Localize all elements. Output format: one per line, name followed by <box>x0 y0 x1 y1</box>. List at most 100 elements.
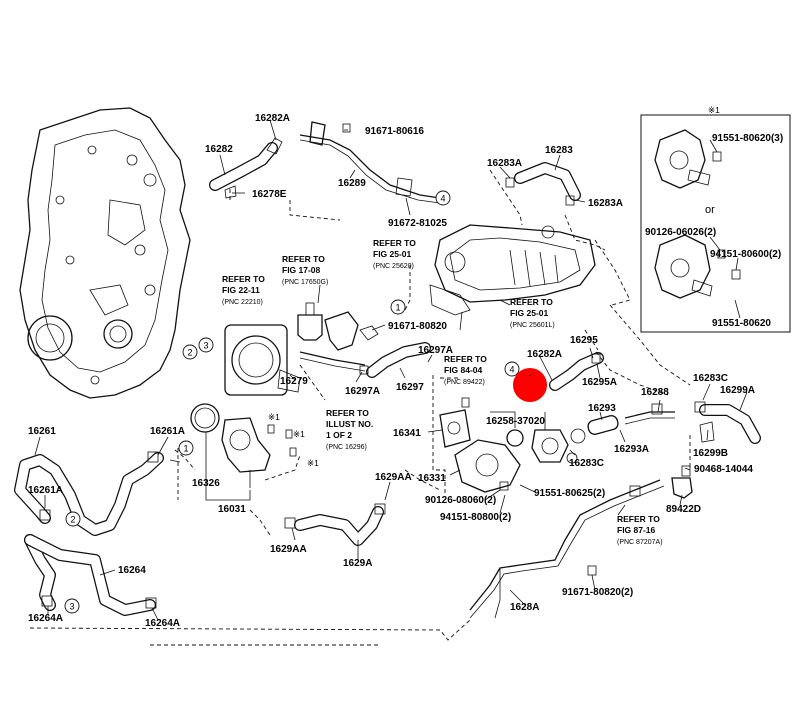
svg-text:REFER TO: REFER TO <box>617 514 660 524</box>
svg-text:(PNC 17650G): (PNC 17650G) <box>282 279 328 286</box>
label-16295: 16295 <box>570 335 598 346</box>
label-16293a: 16293A <box>614 444 649 455</box>
svg-text:FIG 25-01: FIG 25-01 <box>510 308 549 318</box>
label-16261a: 16261A <box>28 485 63 496</box>
label-16264a: 16264A <box>145 618 180 629</box>
pipe-1628a <box>469 479 665 619</box>
svg-text:FIG 87-16: FIG 87-16 <box>617 525 656 535</box>
inset-label-91551-80620-3: 91551-80620(3) <box>712 133 783 144</box>
label-90126-08060: 90126-08060(2) <box>425 495 496 506</box>
water-inlet-16031 <box>221 417 297 473</box>
variant-inset: ※1 91551-80620(3) or 90126-06026(2) 9415… <box>640 105 791 333</box>
sensor-89422d <box>671 465 693 499</box>
callout-circles: 4 1 2 3 4 1 2 3 <box>64 190 520 614</box>
label-91551-80625: 91551-80625(2) <box>534 488 605 499</box>
svg-text:(PNC 25620): (PNC 25620) <box>373 263 414 270</box>
hose-16264 <box>24 534 157 616</box>
svg-text:(PNC 16296): (PNC 16296) <box>326 444 367 451</box>
label-1629aa-top: 1629AA <box>375 472 412 483</box>
svg-text:1 OF 2: 1 OF 2 <box>326 430 352 440</box>
svg-text:REFER TO: REFER TO <box>444 354 487 364</box>
label-16258-37020: 16258-37020 <box>486 416 545 427</box>
egr-assembly <box>429 224 596 316</box>
ref-fig17: REFER TO FIG 17-08 (PNC 17650G) <box>282 254 328 286</box>
svg-text:FIG 22-11: FIG 22-11 <box>222 285 260 295</box>
label-16341: 16341 <box>393 428 421 439</box>
svg-text:2: 2 <box>70 515 75 525</box>
pipe-16279 <box>299 351 366 372</box>
svg-text:REFER TO: REFER TO <box>326 408 369 418</box>
label-16297a-top: 16297A <box>418 345 453 356</box>
svg-text:1: 1 <box>183 444 188 454</box>
label-16293: 16293 <box>588 403 616 414</box>
callout-4-a <box>435 190 451 206</box>
svg-text:REFER TO: REFER TO <box>510 297 553 307</box>
label-16031: 16031 <box>218 504 246 515</box>
water-outlet-16331 <box>454 428 586 493</box>
label-16331: 16331 <box>418 473 446 484</box>
label-16282a: 16282A <box>255 113 290 124</box>
svg-text:ILLUST NO.: ILLUST NO. <box>326 419 373 429</box>
svg-text:(PNC 87207A): (PNC 87207A) <box>617 539 663 546</box>
timing-cover <box>19 107 191 399</box>
label-16283c-right: 16283C <box>693 373 728 384</box>
part-labels: 16282A 91671-80616 16282 16278E 16289 16… <box>28 113 755 629</box>
pipe-16288 <box>624 403 675 425</box>
svg-text:REFER TO: REFER TO <box>222 274 265 284</box>
label-16283a-right: 16283A <box>588 198 623 209</box>
gasket-16341 <box>439 397 471 448</box>
hose-16295 <box>549 352 604 391</box>
callout-3-b <box>64 598 80 614</box>
label-1628a: 1628A <box>510 602 539 613</box>
label-16279: 16279 <box>280 376 308 387</box>
svg-text:-: - <box>529 370 532 380</box>
sensor-17650g <box>297 302 323 341</box>
label-91671-80820: 91671-80820 <box>388 321 447 332</box>
inset-label-90126-06026: 90126-06026(2) <box>645 227 716 238</box>
hose-1629a <box>284 503 386 546</box>
label-16282a-mid: 16282A <box>527 349 562 360</box>
label-1629aa: 1629AA <box>270 544 307 555</box>
inset-label-94151-80600: 94151-80600(2) <box>710 249 781 260</box>
leader-lines <box>34 119 748 621</box>
svg-text:FIG 25-01: FIG 25-01 <box>373 249 412 259</box>
svg-text:3: 3 <box>203 341 208 351</box>
note-marks: ※1 ※1 ※1 <box>268 412 319 468</box>
callout-1-b <box>178 440 194 456</box>
label-94151-80800: 94151-80800(2) <box>440 512 511 523</box>
hose-16293 <box>587 415 619 435</box>
label-16297a: 16297A <box>345 386 380 397</box>
hose-16261 <box>14 451 164 536</box>
hose-16299a <box>694 401 761 444</box>
gasket-16326 <box>190 403 220 433</box>
label-90468-14044: 90468-14044 <box>694 464 753 475</box>
callout-2-a <box>182 344 198 360</box>
inset-or: or <box>705 204 715 216</box>
red-marker: - <box>513 368 547 402</box>
callout-2-b <box>65 511 81 527</box>
label-16283c: 16283C <box>569 458 604 469</box>
bracket-16297a <box>324 311 379 351</box>
label-16326: 16326 <box>192 478 220 489</box>
ref-fig25a: REFER TO FIG 25-01 (PNC 25620) <box>373 238 416 270</box>
ref-fig22: REFER TO FIG 22-11 (PNC 22210) <box>222 274 265 306</box>
svg-text:1: 1 <box>395 303 400 313</box>
svg-text:(PNC 25601L): (PNC 25601L) <box>510 322 555 329</box>
label-1629a: 1629A <box>343 558 372 569</box>
svg-text:(PNC 89422): (PNC 89422) <box>444 379 485 386</box>
label-16299a: 16299A <box>720 385 755 396</box>
label-91672-81025: 91672-81025 <box>388 218 447 229</box>
svg-text:4: 4 <box>440 194 445 204</box>
label-16295a: 16295A <box>582 377 617 388</box>
label-91671-80616: 91671-80616 <box>365 126 424 137</box>
label-16289: 16289 <box>338 178 366 189</box>
svg-text:※1: ※1 <box>293 429 305 439</box>
svg-text:FIG 84-04: FIG 84-04 <box>444 365 483 375</box>
svg-text:3: 3 <box>69 602 74 612</box>
label-16299b: 16299B <box>693 448 728 459</box>
inset-label-91551-80620: 91551-80620 <box>712 318 771 329</box>
ref-fig87: REFER TO FIG 87-16 (PNC 87207A) <box>617 514 663 546</box>
pipe-16289 <box>299 121 441 204</box>
